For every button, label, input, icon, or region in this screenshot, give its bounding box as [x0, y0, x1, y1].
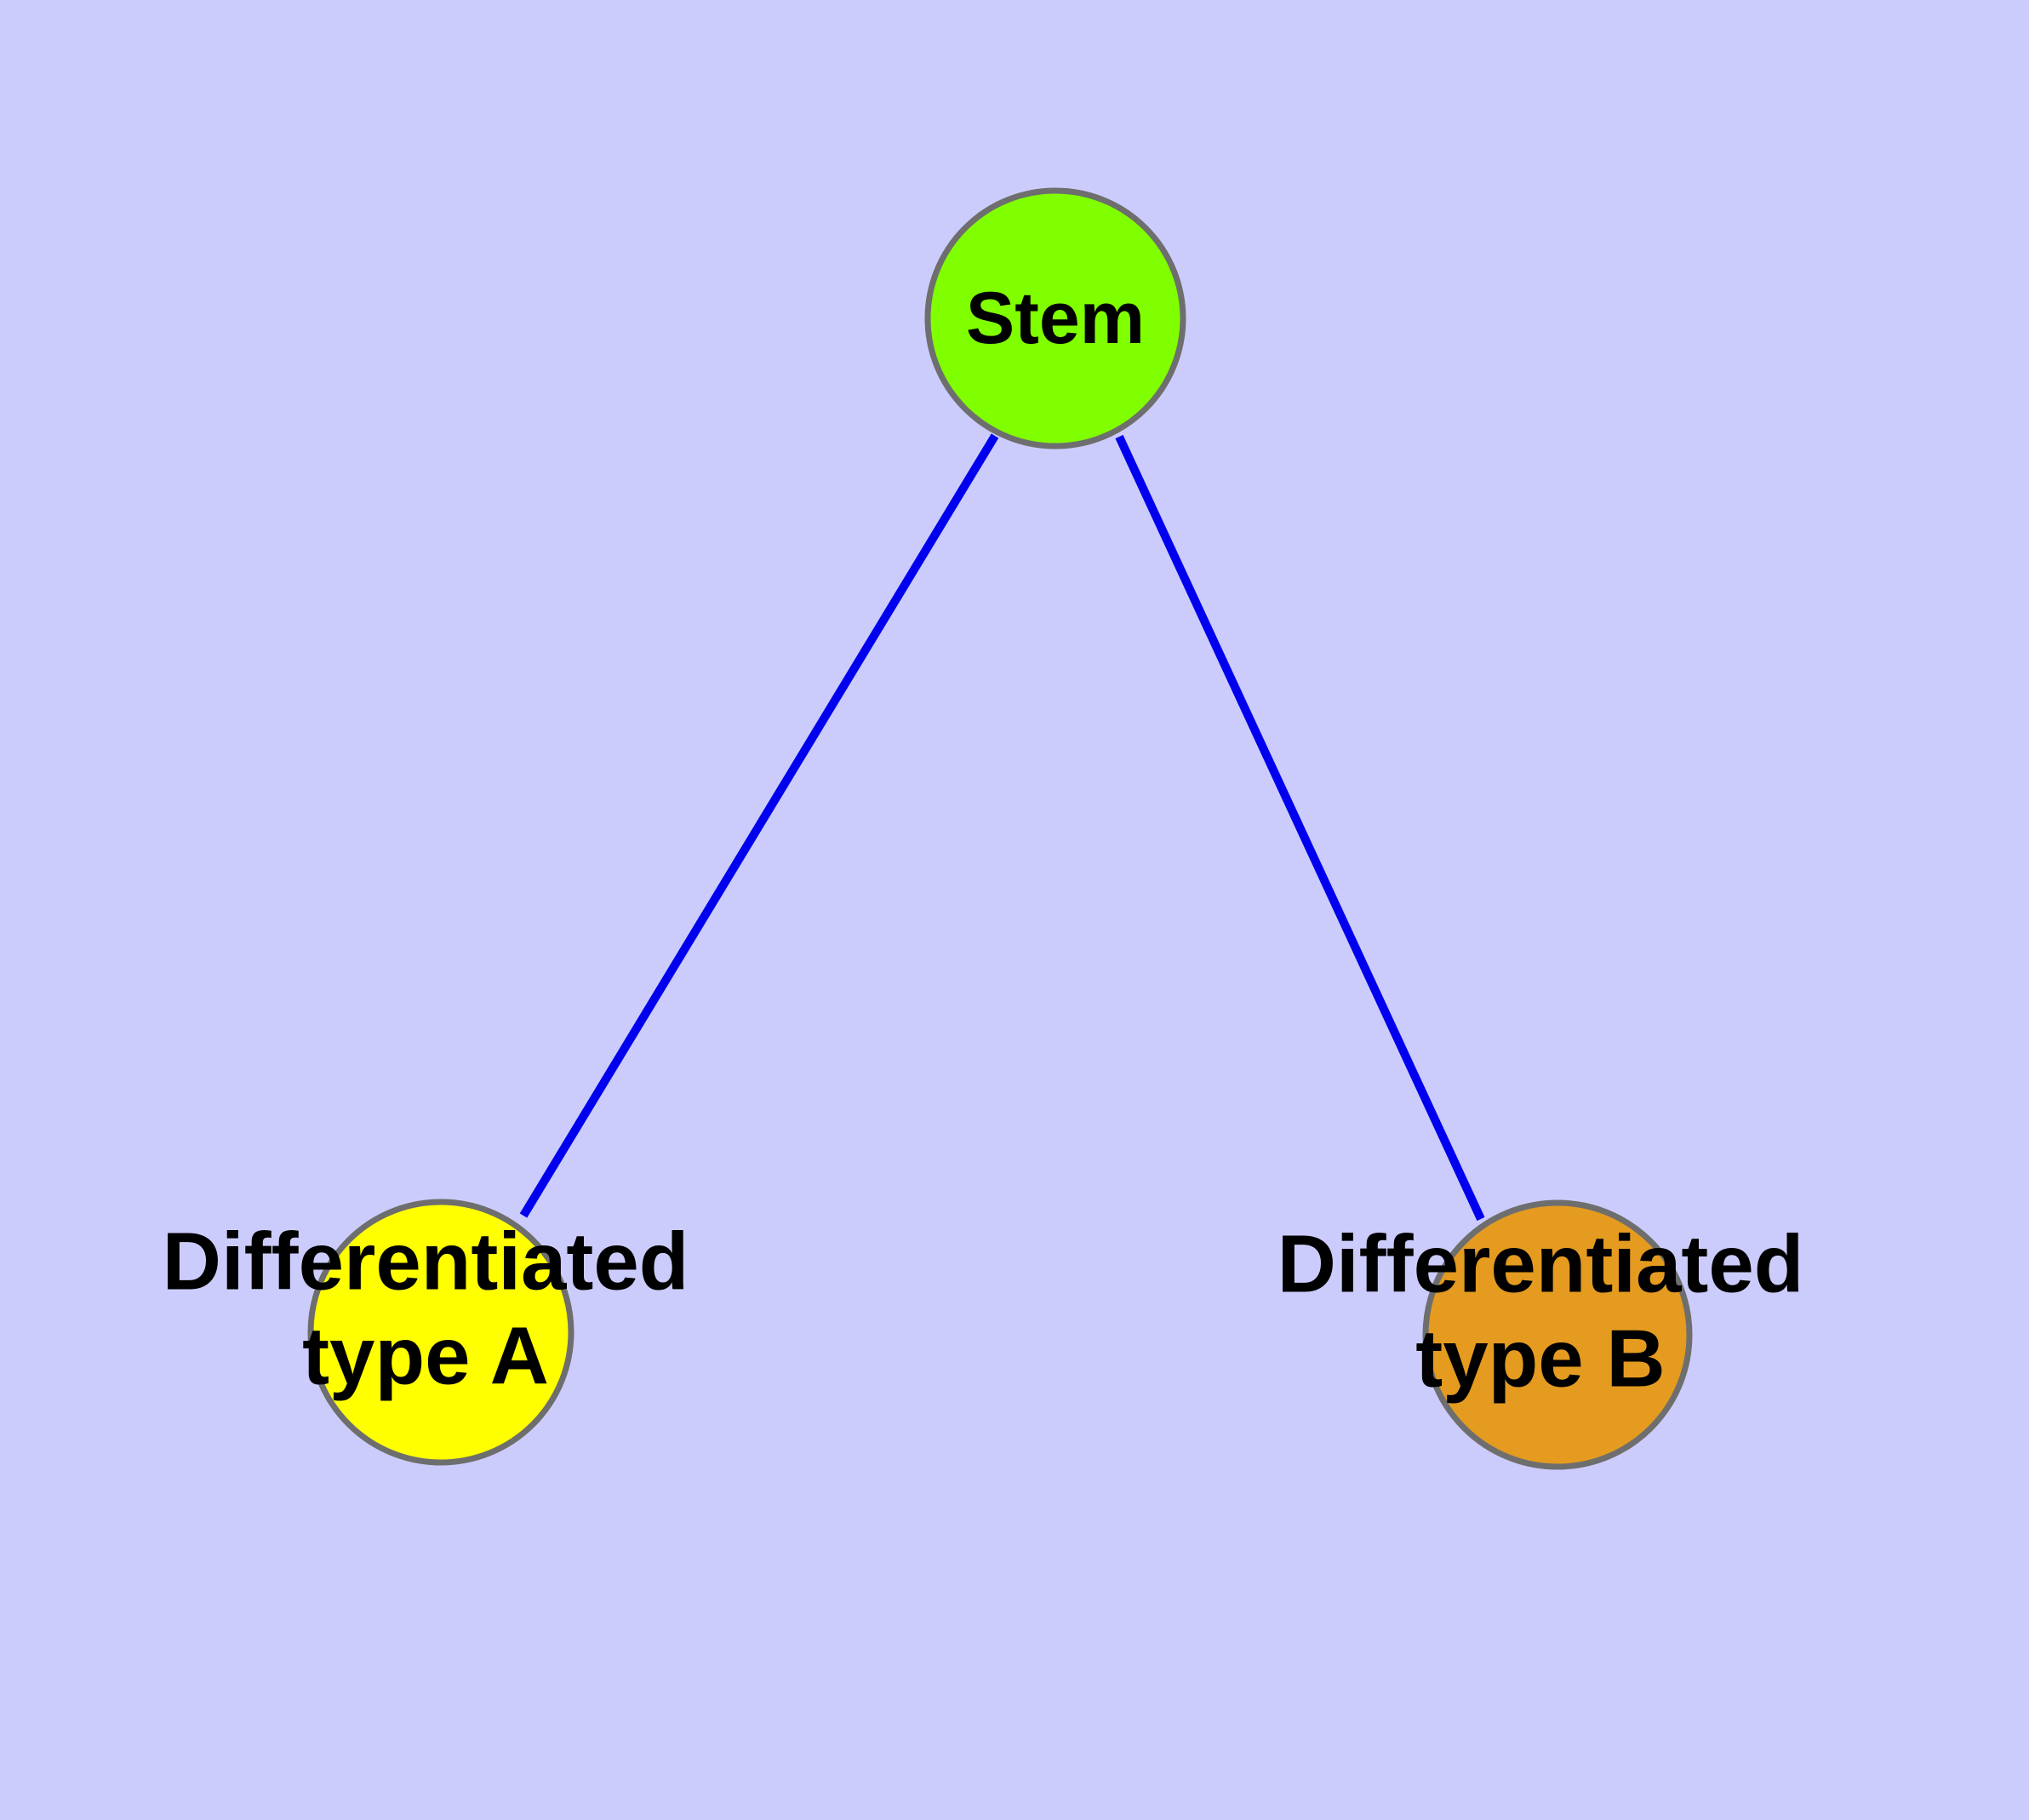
edge-stem-to-differentiated-type-b[interactable] [1115, 434, 1485, 1222]
node-layer [307, 187, 1693, 1470]
node-label-stem: Stem [966, 278, 1145, 359]
node-label-line: type B [1415, 1313, 1665, 1405]
node-differentiated-type-a[interactable] [307, 1199, 574, 1466]
node-stem[interactable] [924, 187, 1186, 449]
node-label-line: type A [302, 1311, 549, 1402]
edge-layer [519, 433, 1485, 1222]
node-label-line: Differentiated [1277, 1219, 1804, 1310]
edge-stem-to-differentiated-type-a[interactable] [519, 433, 999, 1218]
node-label-line: Stem [966, 278, 1145, 359]
node-label-line: Differentiated [163, 1216, 689, 1308]
node-differentiated-type-b[interactable] [1422, 1199, 1693, 1470]
